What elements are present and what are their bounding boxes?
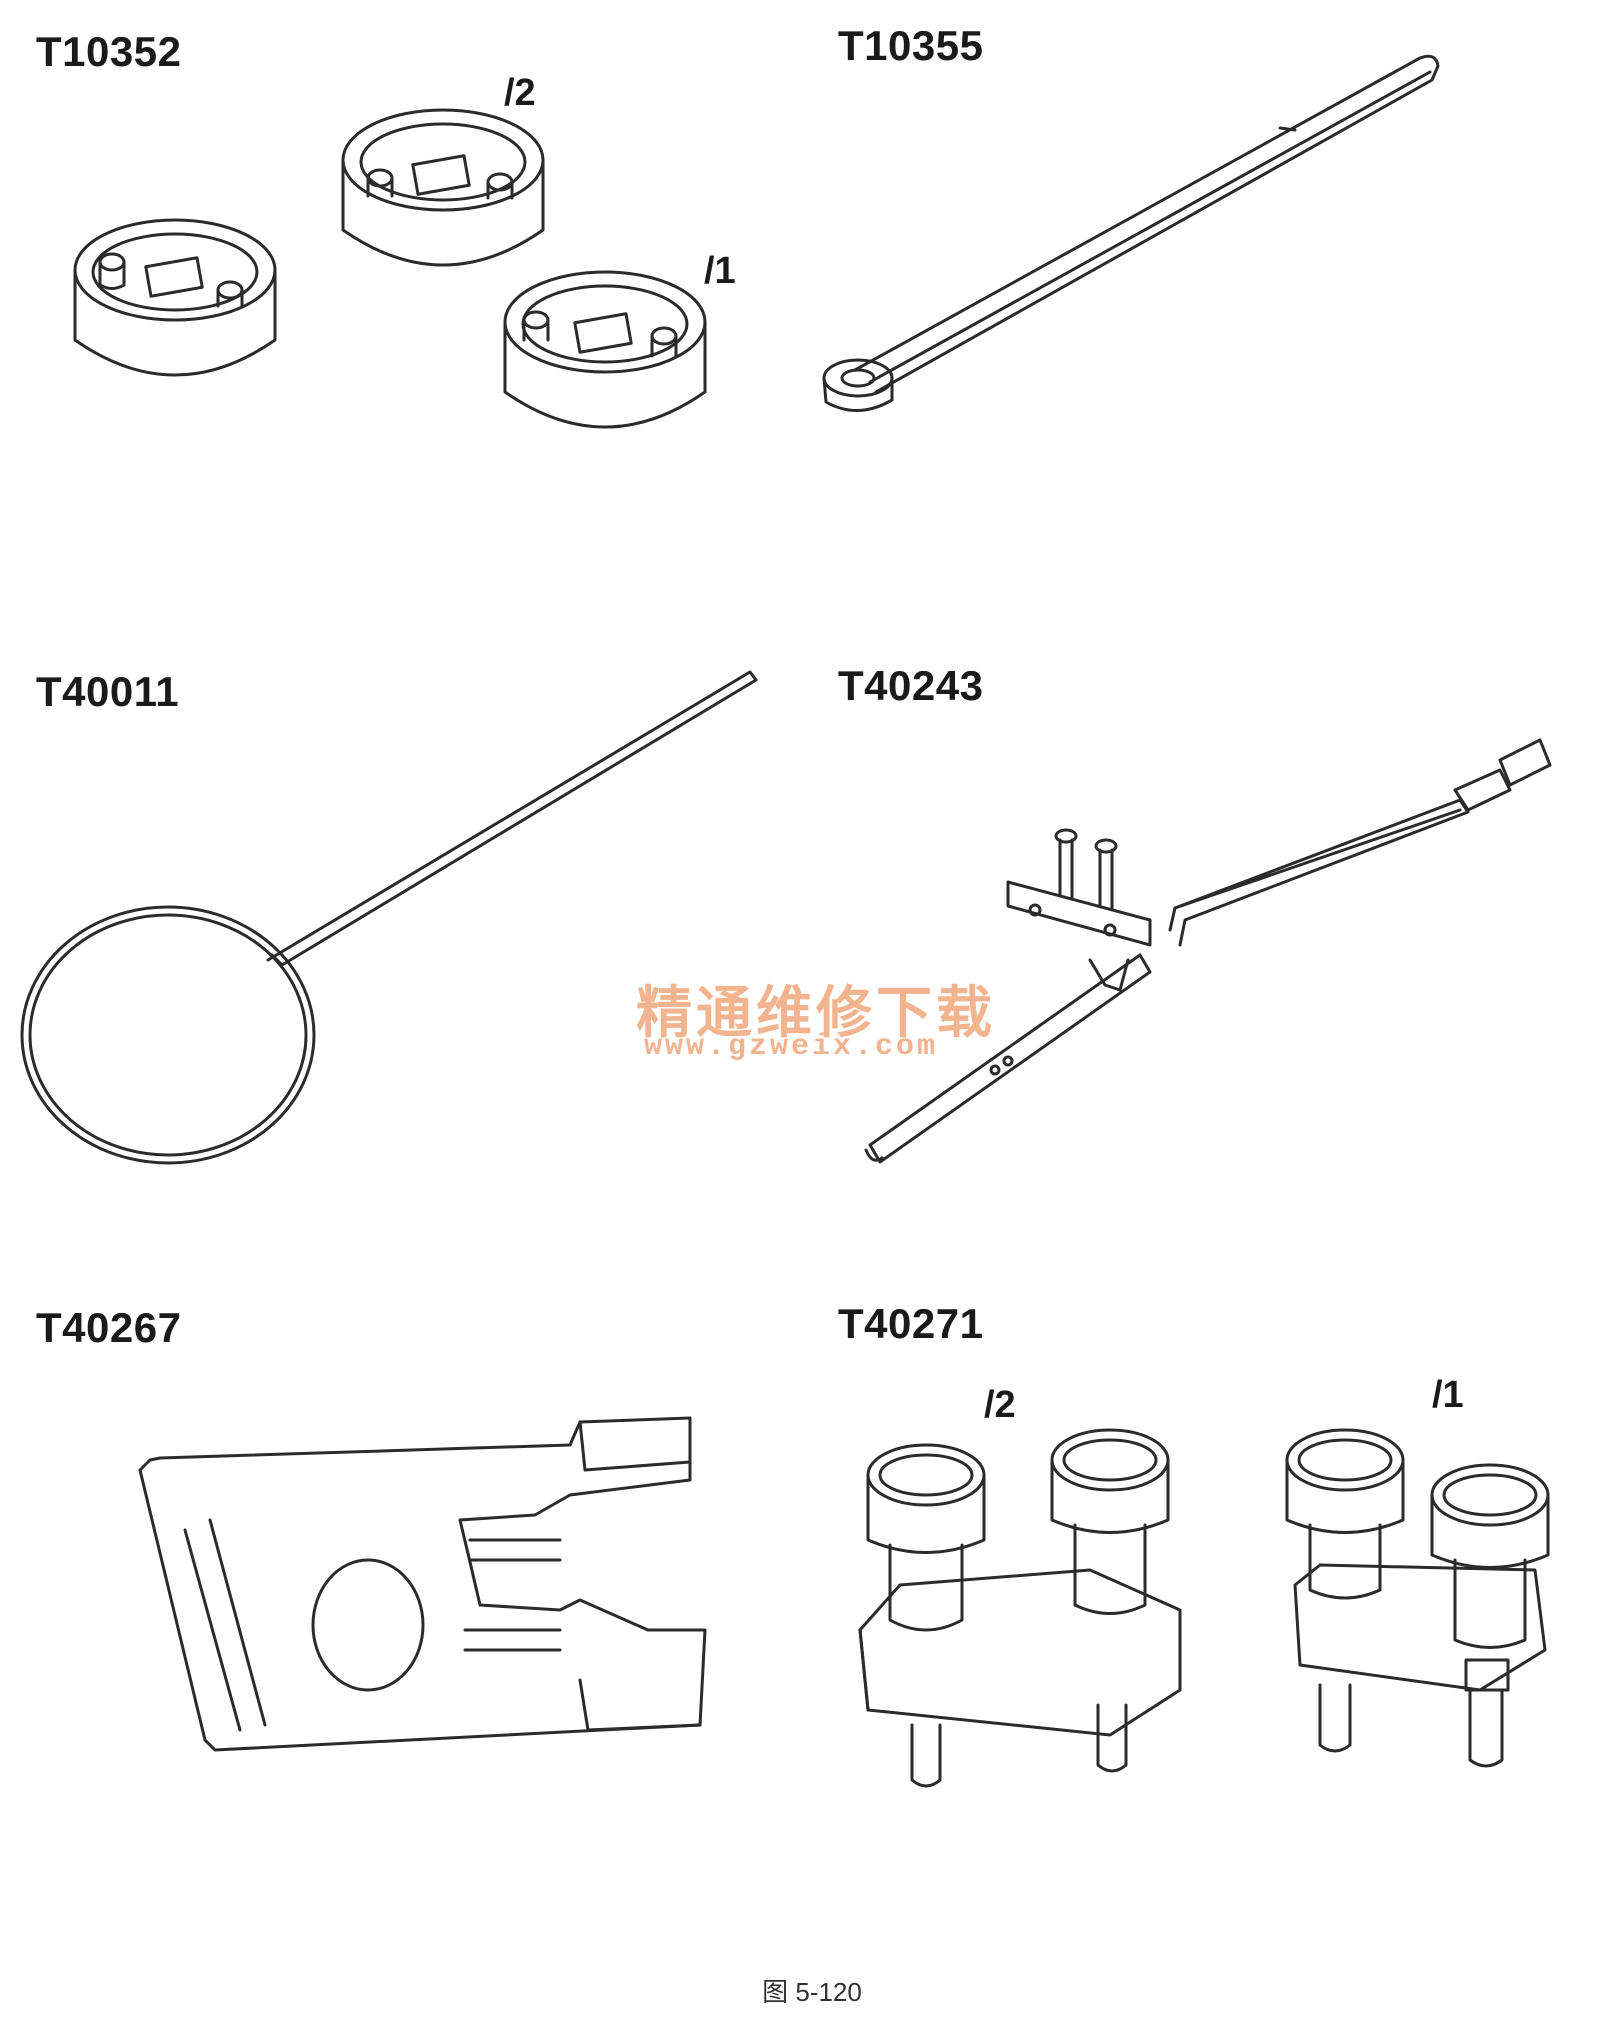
t40011-ring-tool <box>20 670 758 1165</box>
tool-label-t40271: T40271 <box>838 1300 984 1347</box>
tool-label-t40243: T40243 <box>838 662 984 709</box>
part-label-t40271-1: /1 <box>1432 1374 1464 1416</box>
tool-label-t40267: T40267 <box>36 1304 182 1351</box>
t40243-gauge-tool <box>864 738 1552 1164</box>
t10355-wrench <box>822 54 1440 412</box>
part-label-t40271-2: /2 <box>984 1384 1016 1426</box>
watermark-url: www.gzweix.com <box>644 1030 939 1064</box>
t10352-socket-left <box>73 218 277 377</box>
t40271-1-fixture <box>1285 1428 1550 1768</box>
part-label-t10352-1: /1 <box>704 250 736 292</box>
tool-label-t10352: T10352 <box>36 28 182 75</box>
figure-caption: 图 5-120 <box>762 1977 862 2007</box>
t10352-socket-1 <box>503 270 707 429</box>
t40267-bracket <box>138 1416 707 1752</box>
tool-label-t10355: T10355 <box>838 22 984 69</box>
tool-label-t40011: T40011 <box>36 668 180 715</box>
t40271-2-fixture <box>858 1428 1182 1788</box>
part-label-t10352-2: /2 <box>504 72 536 114</box>
watermark-title: 精通维修下载 <box>636 981 996 1046</box>
t10352-socket-2 <box>341 108 545 267</box>
